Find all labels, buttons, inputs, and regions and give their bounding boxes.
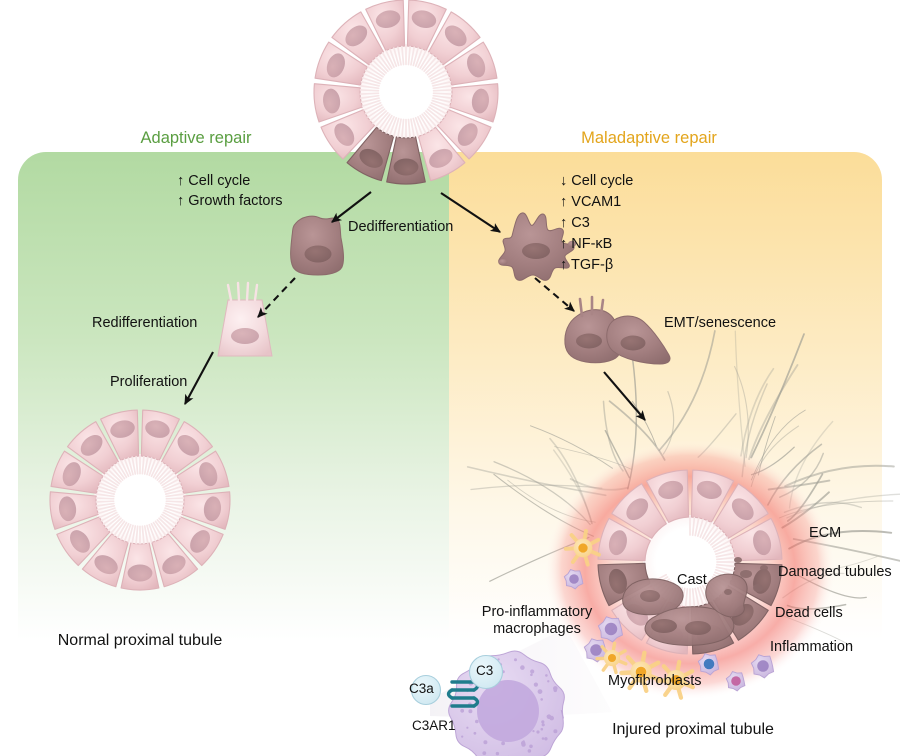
adaptive-repair-header: Adaptive repair	[140, 129, 252, 147]
cast-label: Cast	[677, 572, 707, 588]
macrophages-label-line1: Pro-inflammatory	[481, 604, 593, 620]
myofibroblast-icon	[655, 659, 695, 700]
proliferation-label: Proliferation	[110, 374, 188, 390]
arrow-to-injured	[603, 371, 646, 421]
redifferentiation-label: Redifferentiation	[92, 315, 198, 331]
macrophage-icon	[563, 569, 584, 590]
myofibroblast-icon	[595, 641, 628, 675]
myofibroblasts-label: Myofibroblasts	[608, 673, 702, 689]
macrophage-icon	[725, 671, 746, 692]
dedifferentiated-cell-maladaptive	[498, 212, 576, 281]
maladaptive-repair-header: Maladaptive repair	[581, 129, 717, 147]
arrow-emt	[534, 277, 575, 312]
myofibroblast-icon	[563, 529, 601, 567]
c3-bubble	[468, 654, 504, 690]
adaptive-marker-0: ↑ Cell cycle	[177, 173, 251, 189]
c3a-ligand-bubble	[410, 674, 442, 706]
damaged-tubules-label: Damaged tubules	[778, 564, 892, 580]
arrow-proliferation	[184, 351, 214, 405]
maladaptive-marker-1: ↑ VCAM1	[560, 194, 622, 210]
inset-macrophage	[448, 650, 565, 756]
maladaptive-marker-0: ↓ Cell cycle	[560, 173, 634, 189]
immune-cell-cluster	[563, 529, 775, 700]
arrow-redifferentiation	[257, 277, 296, 318]
dedifferentiation-label: Dedifferentiation	[348, 219, 454, 235]
arrow-to-maladaptive	[440, 192, 501, 233]
arrow-to-adaptive	[331, 191, 372, 223]
dedifferentiated-cell-adaptive	[290, 215, 345, 276]
emt-cells	[564, 295, 671, 365]
maladaptive-marker-4: ↑ TGF-β	[560, 257, 614, 273]
macrophages-label-line2: macrophages	[493, 621, 581, 637]
normal-tubule-label: Normal proximal tubule	[57, 632, 223, 649]
adaptive-marker-1: ↑ Growth factors	[177, 193, 283, 209]
inset-macrophage-nucleus	[477, 680, 539, 742]
dead-cells-label: Dead cells	[775, 605, 843, 621]
injured-tubule-label: Injured proximal tubule	[612, 721, 774, 738]
c3-label: C3	[476, 663, 494, 678]
macrophage-icon	[597, 616, 624, 643]
inflammation-label: Inflammation	[770, 639, 854, 655]
macrophage-icon	[750, 654, 775, 679]
maladaptive-marker-2: ↑ C3	[560, 215, 590, 231]
myofibroblast-icon	[619, 650, 662, 693]
emt-senescence-label: EMT/senescence	[664, 315, 777, 331]
macrophage-icon	[583, 638, 608, 663]
c3ar1-label: C3AR1	[412, 718, 456, 733]
ecm-label: ECM	[809, 525, 842, 541]
c3a-label: C3a	[409, 681, 434, 696]
maladaptive-marker-3: ↑ NF-κB	[560, 236, 613, 252]
macrophage-icon	[697, 653, 720, 676]
